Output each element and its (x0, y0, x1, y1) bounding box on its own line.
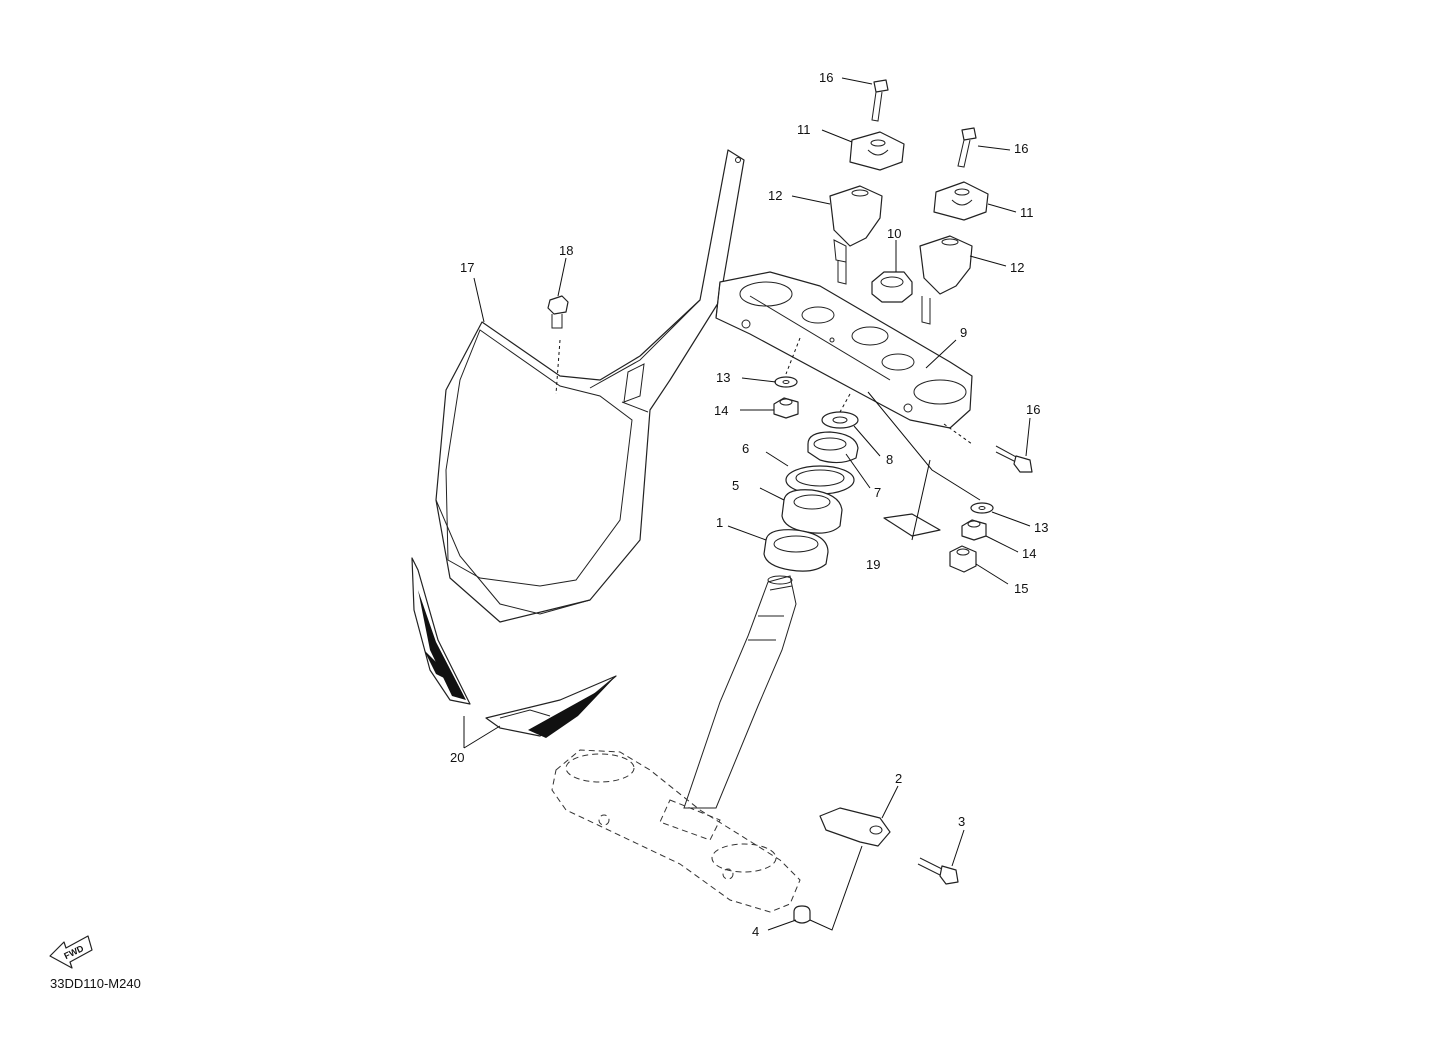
callout-16-right-top: 16 (1014, 141, 1028, 156)
callout-11-right: 11 (1020, 205, 1034, 220)
callout-5: 5 (732, 478, 739, 493)
callout-7: 7 (874, 485, 881, 500)
callout-12-left: 12 (768, 188, 782, 203)
callout-6: 6 (742, 441, 749, 456)
washer-steering-part (821, 411, 859, 429)
callout-12-right: 12 (1010, 260, 1024, 275)
pinch-bolt-part (995, 445, 1033, 473)
callout-15: 15 (1014, 581, 1028, 596)
upper-bracket-part (715, 271, 973, 429)
steering-stem-part (683, 575, 797, 809)
callout-20: 20 (450, 750, 464, 765)
callout-1: 1 (716, 515, 723, 530)
handlebar-holder-lower-left-part (829, 185, 883, 285)
forward-arrow: FWD (49, 935, 93, 969)
caution-label-part (883, 513, 941, 537)
callout-16-right: 16 (1026, 402, 1040, 417)
handlebar-holder-lower-right-part (919, 235, 973, 325)
bearing-lower-part (763, 529, 829, 572)
bolt-top-right-part (957, 127, 977, 168)
bolt-top-left-part (871, 79, 889, 122)
under-bracket-part (551, 749, 801, 913)
collar-right-part (961, 519, 987, 541)
callout-10: 10 (887, 226, 901, 241)
callout-8: 8 (886, 452, 893, 467)
callout-3: 3 (958, 814, 965, 829)
washer-left-part (774, 376, 798, 388)
leader-lines (463, 77, 1031, 931)
callout-4: 4 (752, 924, 759, 939)
callout-13-left: 13 (716, 370, 730, 385)
decal-left-part (411, 557, 471, 705)
callout-18: 18 (559, 243, 573, 258)
cable-guide-part (819, 807, 891, 847)
handlebar-holder-upper-left-part (849, 131, 905, 171)
callout-labels: 16 11 12 16 11 10 12 18 17 9 13 14 16 6 … (450, 70, 1048, 939)
guide-bolt-part (917, 857, 959, 885)
ring-nut-part (807, 431, 859, 464)
nut-right-part (949, 545, 977, 573)
callout-2: 2 (895, 771, 902, 786)
callout-9: 9 (960, 325, 967, 340)
bolt-plate-part (547, 295, 569, 329)
callout-17: 17 (460, 260, 474, 275)
bearing-upper-part (781, 489, 843, 534)
callout-13-right: 13 (1034, 520, 1048, 535)
callout-16-top: 16 (819, 70, 833, 85)
decal-right-part (485, 675, 617, 738)
dust-seal-part (785, 465, 855, 495)
handlebar-holder-upper-right-part (933, 181, 989, 221)
collar-left-part (773, 397, 799, 419)
guide-collar-part (793, 905, 811, 924)
callout-11-left: 11 (797, 122, 811, 137)
diagram-code: 33DD110-M240 (50, 976, 141, 991)
callout-14-right: 14 (1022, 546, 1036, 561)
steering-nut-part (871, 271, 913, 303)
callout-19: 19 (866, 557, 880, 572)
washer-right-part (970, 502, 994, 514)
number-plate-part (435, 149, 745, 623)
callout-14-left: 14 (714, 403, 728, 418)
